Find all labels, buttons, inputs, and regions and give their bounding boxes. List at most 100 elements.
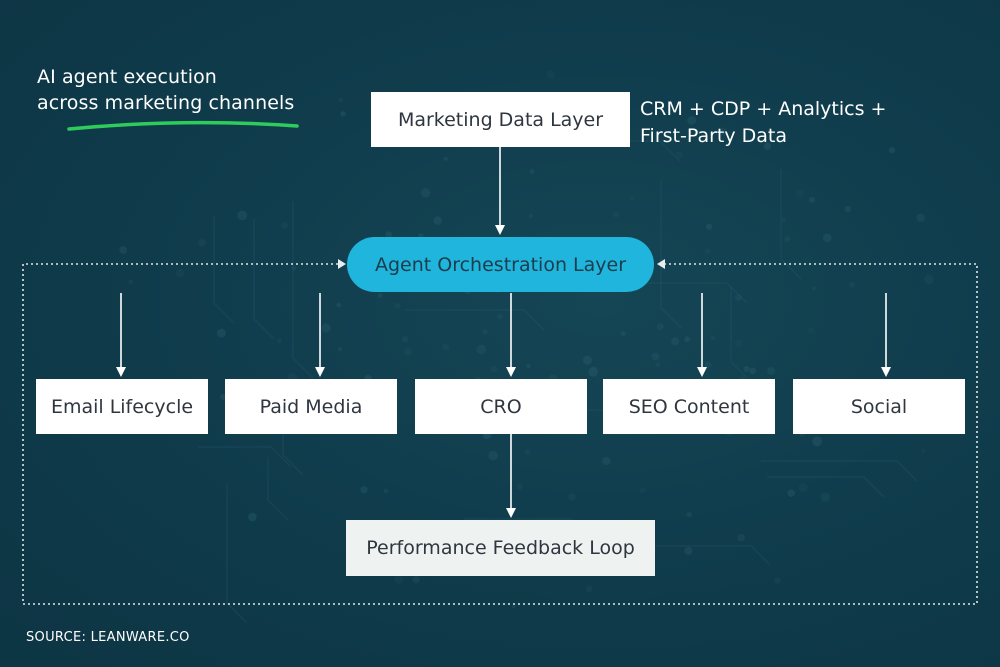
circuit-node-dot <box>583 355 592 365</box>
circuit-node-dot <box>749 367 757 375</box>
circuit-node-dot <box>586 585 593 593</box>
circuit-trace-line <box>630 545 772 567</box>
circuit-node-dot <box>420 188 431 198</box>
circuit-node-dot <box>394 302 401 309</box>
circuit-node-dot <box>248 512 257 522</box>
circuit-node-dot <box>402 336 409 343</box>
circuit-node-dot <box>705 248 711 254</box>
circuit-node-dot <box>687 116 697 125</box>
circuit-node-dot <box>338 347 343 352</box>
channel-label: Social <box>850 395 908 418</box>
data-sources-note: CRM + CDP + Analytics + First-Party Data <box>640 96 886 150</box>
agent-orchestration-layer-label: Agent Orchestration Layer <box>374 253 627 276</box>
circuit-node-dot <box>383 488 389 494</box>
circuit-node-dot <box>433 216 442 225</box>
circuit-node-dot <box>377 293 383 298</box>
circuit-trace-line <box>660 180 682 329</box>
circuit-node-dot <box>737 534 745 542</box>
circuit-node-dot <box>888 147 896 154</box>
circuit-node-dot <box>237 210 248 221</box>
marketing-data-layer-label: Marketing Data Layer <box>397 108 604 131</box>
performance-feedback-loop-label: Performance Feedback Loop <box>366 537 635 559</box>
circuit-trace-line <box>198 446 292 468</box>
circuit-node-dot <box>336 302 342 308</box>
circuit-node-dot <box>490 365 498 373</box>
circuit-node-dot <box>767 367 776 375</box>
data-sources-line-2: First-Party Data <box>640 125 787 147</box>
circuit-node-dot <box>812 436 822 447</box>
circuit-node-dot <box>743 366 750 372</box>
circuit-trace-line <box>780 169 802 280</box>
circuit-node-dot <box>656 323 664 330</box>
circuit-node-dot <box>443 156 448 161</box>
channel-label: Email Lifecycle <box>50 395 194 418</box>
circuit-trace-line <box>253 218 275 340</box>
circuit-node-dot <box>588 367 598 377</box>
circuit-node-dot <box>671 337 680 346</box>
circuit-node-dot <box>651 352 660 361</box>
circuit-node-dot <box>620 330 626 337</box>
circuit-node-dot <box>442 343 450 351</box>
channel-label: CRO <box>480 395 522 418</box>
circuit-trace-line <box>767 476 885 498</box>
circuit-node-dot <box>602 457 611 466</box>
circuit-node-dot <box>612 211 620 218</box>
circuit-trace-line <box>226 483 248 624</box>
heading-line-2: across marketing channels <box>37 92 295 114</box>
channel-box-social: Social <box>793 379 965 434</box>
circuit-node-dot <box>787 489 795 497</box>
circuit-node-dot <box>798 483 808 493</box>
circuit-node-dot <box>734 339 742 348</box>
circuit-node-dot <box>924 274 934 285</box>
circuit-node-dot <box>568 493 576 501</box>
circuit-node-dot <box>281 221 289 229</box>
circuit-node-dot <box>529 168 535 175</box>
circuit-node-dot <box>916 213 925 222</box>
loop-arrowhead-left <box>338 259 346 269</box>
circuit-node-dot <box>482 329 488 335</box>
circuit-node-dot <box>822 233 832 243</box>
circuit-node-dot <box>220 393 227 400</box>
circuit-trace-line <box>267 457 289 521</box>
circuit-node-dot <box>795 189 805 198</box>
channel-label: SEO Content <box>628 395 750 418</box>
circuit-node-dot <box>809 196 816 203</box>
marketing-data-layer-box: Marketing Data Layer <box>371 92 630 147</box>
circuit-node-dot <box>735 294 742 301</box>
circuit-node-dot <box>516 483 523 490</box>
circuit-node-dot <box>291 265 297 271</box>
circuit-node-dot <box>639 487 646 494</box>
circuit-node-dot <box>844 205 851 213</box>
circuit-node-dot <box>686 511 692 518</box>
circuit-node-dot <box>921 448 926 453</box>
source-credit: SOURCE: LEANWARE.CO <box>26 630 190 645</box>
circuit-node-dot <box>684 336 691 343</box>
circuit-node-dot <box>175 268 185 278</box>
channel-box-cro: CRO <box>415 379 587 434</box>
circuit-node-dot <box>546 70 555 79</box>
circuit-node-dot <box>710 335 716 341</box>
circuit-node-dot <box>360 486 368 494</box>
circuit-node-dot <box>403 347 413 356</box>
performance-feedback-loop-box: Performance Feedback Loop <box>346 520 655 576</box>
circuit-node-dot <box>119 246 128 254</box>
channel-box-paid-media: Paid Media <box>225 379 397 434</box>
circuit-node-dot <box>774 577 781 584</box>
circuit-node-dot <box>655 362 661 368</box>
circuit-node-dot <box>476 344 487 355</box>
circuit-node-dot <box>820 492 830 502</box>
circuit-trace-line <box>213 215 235 324</box>
circuit-trace-line <box>405 309 545 331</box>
circuit-node-dot <box>526 363 531 369</box>
circuit-node-dot <box>412 575 420 584</box>
circuit-node-dot <box>217 328 226 338</box>
circuit-node-dot <box>321 323 331 333</box>
circuit-node-dot <box>393 574 404 585</box>
circuit-node-dot <box>338 97 344 103</box>
circuit-trace-line <box>292 201 314 379</box>
circuit-node-dot <box>340 111 346 117</box>
heading-line-1: AI agent execution <box>37 66 217 88</box>
circuit-node-dot <box>849 281 855 288</box>
circuit-node-dot <box>277 338 282 344</box>
